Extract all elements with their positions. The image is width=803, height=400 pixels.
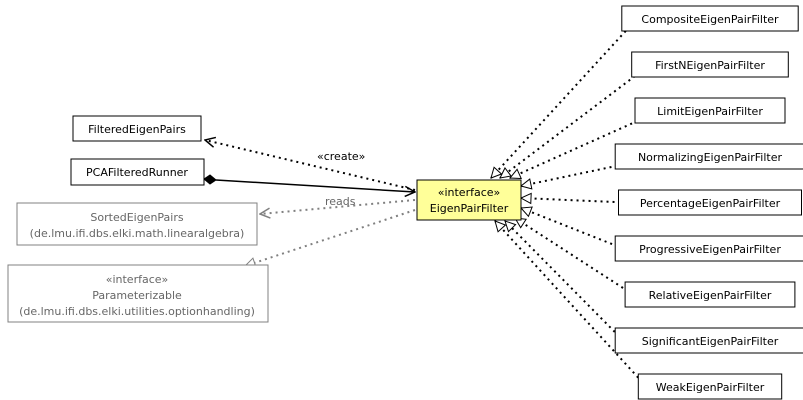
implementation-label: FirstNEigenPairFilter <box>655 59 765 72</box>
implementation-label: PercentageEigenPairFilter <box>640 197 781 210</box>
implementation-box <box>614 327 803 354</box>
eigen-pair-filter-interface-node: «interface» EigenPairFilter <box>416 179 522 221</box>
implementation-box <box>631 51 789 78</box>
implementation-label: RelativeEigenPairFilter <box>649 289 772 302</box>
parameterizable-stereotype: «interface» <box>106 273 169 286</box>
pca-filtered-runner-node: PCAFilteredRunner <box>70 158 205 186</box>
create-edge-label: «create» <box>317 150 365 163</box>
implementation-box <box>624 281 796 308</box>
implementation-node: NormalizingEigenPairFilter <box>614 143 803 170</box>
implementation-box <box>614 235 803 262</box>
realization-edge <box>500 71 641 179</box>
parameterizable-package: (de.lmu.ifi.dbs.elki.utilities.optionhan… <box>19 305 255 318</box>
implementation-label: NormalizingEigenPairFilter <box>638 151 783 164</box>
realization-edge <box>505 221 624 342</box>
reads-association-edge <box>215 179 415 192</box>
implementation-label: SignificantEigenPairFilter <box>642 335 779 348</box>
implementation-label: LimitEigenPairFilter <box>657 105 763 118</box>
implementation-box <box>614 143 803 170</box>
implementation-node: PercentageEigenPairFilter <box>618 189 802 216</box>
implementation-label: CompositeEigenPairFilter <box>641 13 779 26</box>
pca-filtered-runner-label: PCAFilteredRunner <box>86 166 188 179</box>
sorted-eigen-pairs-package: (de.lmu.ifi.dbs.elki.math.linearalgebra) <box>30 227 245 240</box>
realization-edge <box>521 208 624 250</box>
parameterizable-label: Parameterizable <box>92 289 182 302</box>
parameterizable-edge <box>245 209 416 266</box>
realization-edge <box>521 198 627 203</box>
realization-edge <box>491 25 631 179</box>
filtered-eigen-pairs-node: FilteredEigenPairs <box>72 115 202 142</box>
reads-edge-label: reads <box>325 195 356 208</box>
implementation-node: ProgressiveEigenPairFilter <box>614 235 803 262</box>
filtered-eigen-pairs-label: FilteredEigenPairs <box>88 123 186 136</box>
sorted-eigen-pairs-node: SortedEigenPairs (de.lmu.ifi.dbs.elki.ma… <box>16 202 258 246</box>
implementation-node: LimitEigenPairFilter <box>634 97 786 124</box>
realization-edge <box>495 221 648 388</box>
implementation-box <box>634 97 786 124</box>
implementation-label: ProgressiveEigenPairFilter <box>639 243 781 256</box>
aggregation-diamond <box>203 174 217 185</box>
implementation-node: FirstNEigenPairFilter <box>631 51 789 78</box>
eigen-pair-filter-stereotype: «interface» <box>438 186 501 199</box>
implementation-box <box>618 189 802 216</box>
implementation-label: WeakEigenPairFilter <box>656 381 765 394</box>
implementation-node: RelativeEigenPairFilter <box>624 281 796 308</box>
realization-edge <box>521 163 624 187</box>
implementation-box <box>637 373 783 400</box>
implementation-node: SignificantEigenPairFilter <box>614 327 803 354</box>
sorted-eigen-pairs-label: SortedEigenPairs <box>90 211 183 224</box>
implementation-node: CompositeEigenPairFilter <box>621 5 799 32</box>
sorted-eigen-pairs-edge <box>260 199 416 214</box>
realization-edge <box>510 117 644 179</box>
create-dependency-edge <box>205 140 416 191</box>
parameterizable-node: «interface» Parameterizable (de.lmu.ifi.… <box>7 264 269 323</box>
implementation-box <box>621 5 799 32</box>
implementation-node: WeakEigenPairFilter <box>637 373 783 400</box>
eigen-pair-filter-label: EigenPairFilter <box>430 202 509 215</box>
